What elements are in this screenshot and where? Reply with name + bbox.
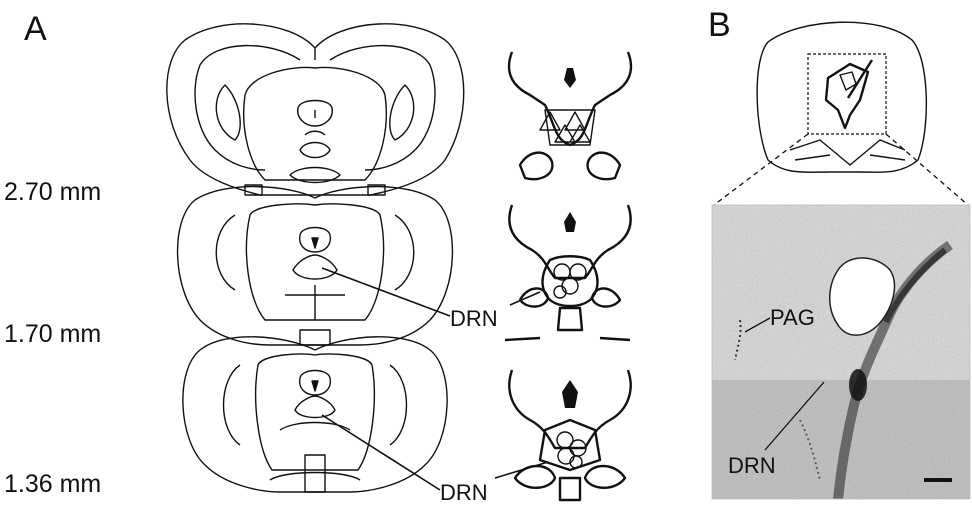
brain-section-2 [178, 187, 453, 345]
scale-bar [924, 478, 952, 482]
drn-photo-label: DRN [728, 453, 776, 478]
zoom-line-left [714, 134, 808, 205]
drn-label-low: DRN [440, 480, 488, 505]
panel-a-label: A [24, 10, 47, 48]
drn-label-mid: DRN [450, 306, 498, 331]
level-label-2: 1.70 mm [4, 320, 101, 348]
panel-b-label: B [708, 6, 731, 44]
level-label-3: 1.36 mm [4, 470, 101, 498]
drn-callout-1: DRN [322, 268, 540, 331]
panel-b-section-outline [757, 22, 926, 172]
drn-inset-2 [505, 205, 631, 340]
drn-inset-3 [509, 370, 630, 500]
drn-inset-1 [509, 52, 631, 179]
pag-label: PAG [770, 305, 815, 330]
brain-section-1 [167, 24, 464, 195]
level-label-1: 2.70 mm [4, 178, 101, 206]
